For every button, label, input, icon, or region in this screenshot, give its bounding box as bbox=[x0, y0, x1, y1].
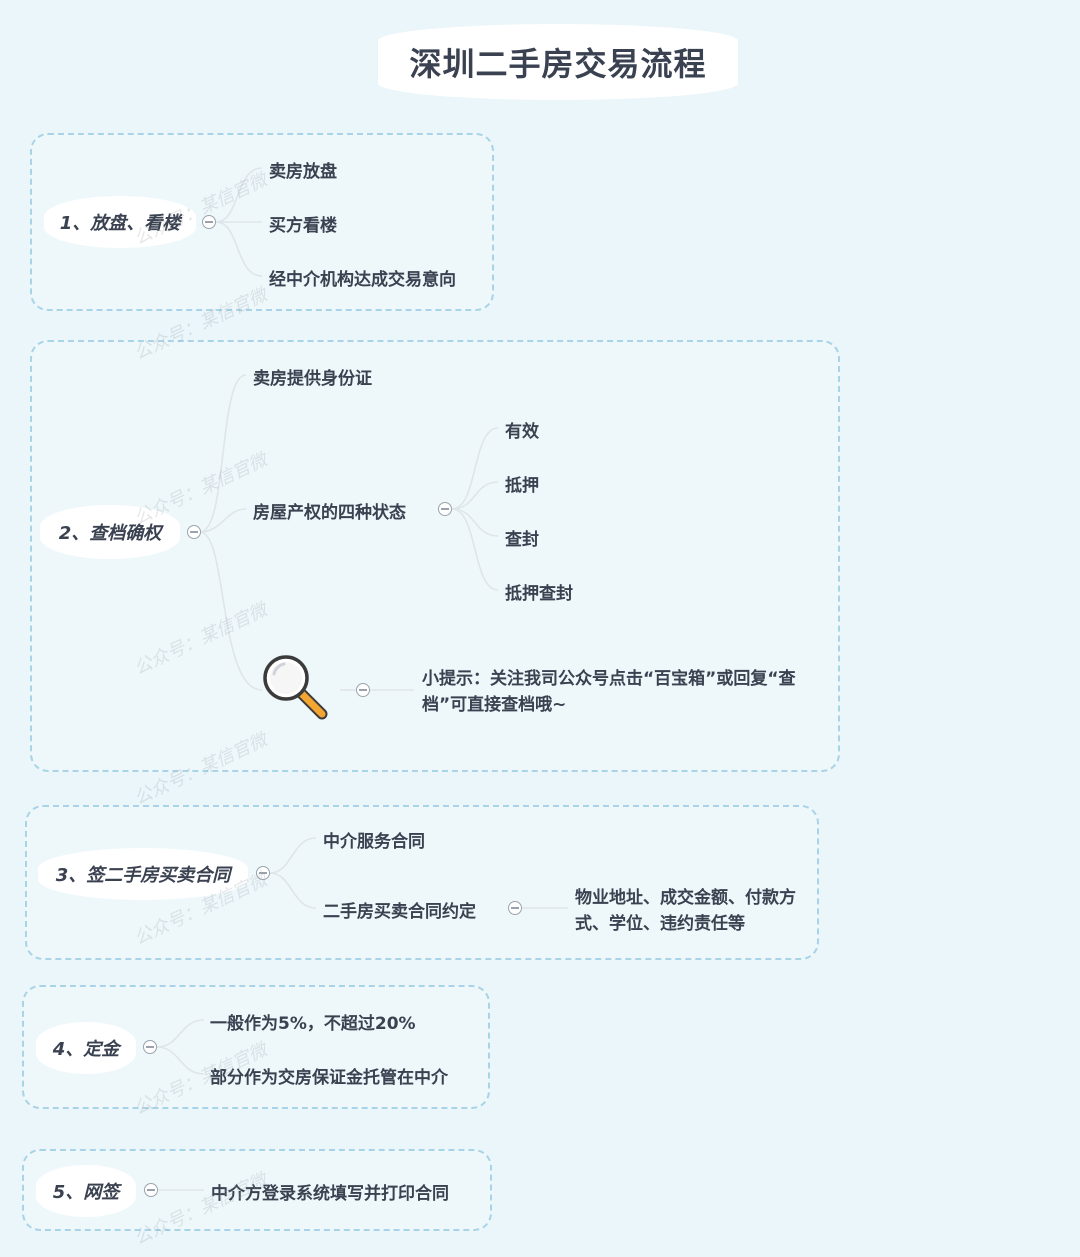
magnifier-icon bbox=[263, 655, 328, 720]
section-1-item: 经中介机构达成交易意向 bbox=[269, 270, 456, 290]
section-2-sub-item: 查封 bbox=[505, 530, 539, 550]
collapse-toggle-icon[interactable] bbox=[508, 901, 522, 915]
section-4-item: 一般作为5%，不超过20% bbox=[210, 1014, 416, 1034]
section-3-root: 3、签二手房买卖合同 bbox=[38, 848, 248, 900]
section-2 bbox=[30, 340, 840, 772]
section-2-sub-item: 抵押查封 bbox=[505, 584, 573, 604]
collapse-toggle-icon[interactable] bbox=[356, 683, 370, 697]
section-5-root: 5、网签 bbox=[36, 1165, 136, 1217]
collapse-toggle-icon[interactable] bbox=[187, 525, 201, 539]
section-4-root: 4、定金 bbox=[36, 1022, 136, 1074]
section-1-item: 卖房放盘 bbox=[269, 162, 337, 182]
collapse-toggle-icon[interactable] bbox=[202, 215, 216, 229]
section-3-item: 中介服务合同 bbox=[323, 832, 425, 852]
page-title: 深圳二手房交易流程 bbox=[378, 24, 738, 100]
section-1-item: 买方看楼 bbox=[269, 216, 337, 236]
section-2-sub-item: 抵押 bbox=[505, 476, 539, 496]
section-5-item: 中介方登录系统填写并打印合同 bbox=[211, 1184, 449, 1204]
section-3-item: 二手房买卖合同约定 bbox=[323, 902, 476, 922]
section-4 bbox=[22, 985, 490, 1109]
section-2-item: 卖房提供身份证 bbox=[253, 369, 372, 389]
collapse-toggle-icon[interactable] bbox=[144, 1183, 158, 1197]
collapse-toggle-icon[interactable] bbox=[438, 502, 452, 516]
tip-text: 小提示：关注我司公众号点击“百宝箱”或回复“查档”可直接查档哦~ bbox=[422, 669, 796, 715]
section-2-item: 房屋产权的四种状态 bbox=[253, 503, 406, 523]
section-2-sub-item: 有效 bbox=[505, 422, 539, 442]
section-4-item: 部分作为交房保证金托管在中介 bbox=[210, 1068, 448, 1088]
section-3-sub-item: 物业地址、成交金额、付款方式、学位、违约责任等 bbox=[575, 888, 796, 934]
collapse-toggle-icon[interactable] bbox=[143, 1040, 157, 1054]
collapse-toggle-icon[interactable] bbox=[256, 866, 270, 880]
section-2-root: 2、查档确权 bbox=[40, 505, 180, 559]
section-1-root: 1、放盘、看楼 bbox=[44, 196, 196, 248]
